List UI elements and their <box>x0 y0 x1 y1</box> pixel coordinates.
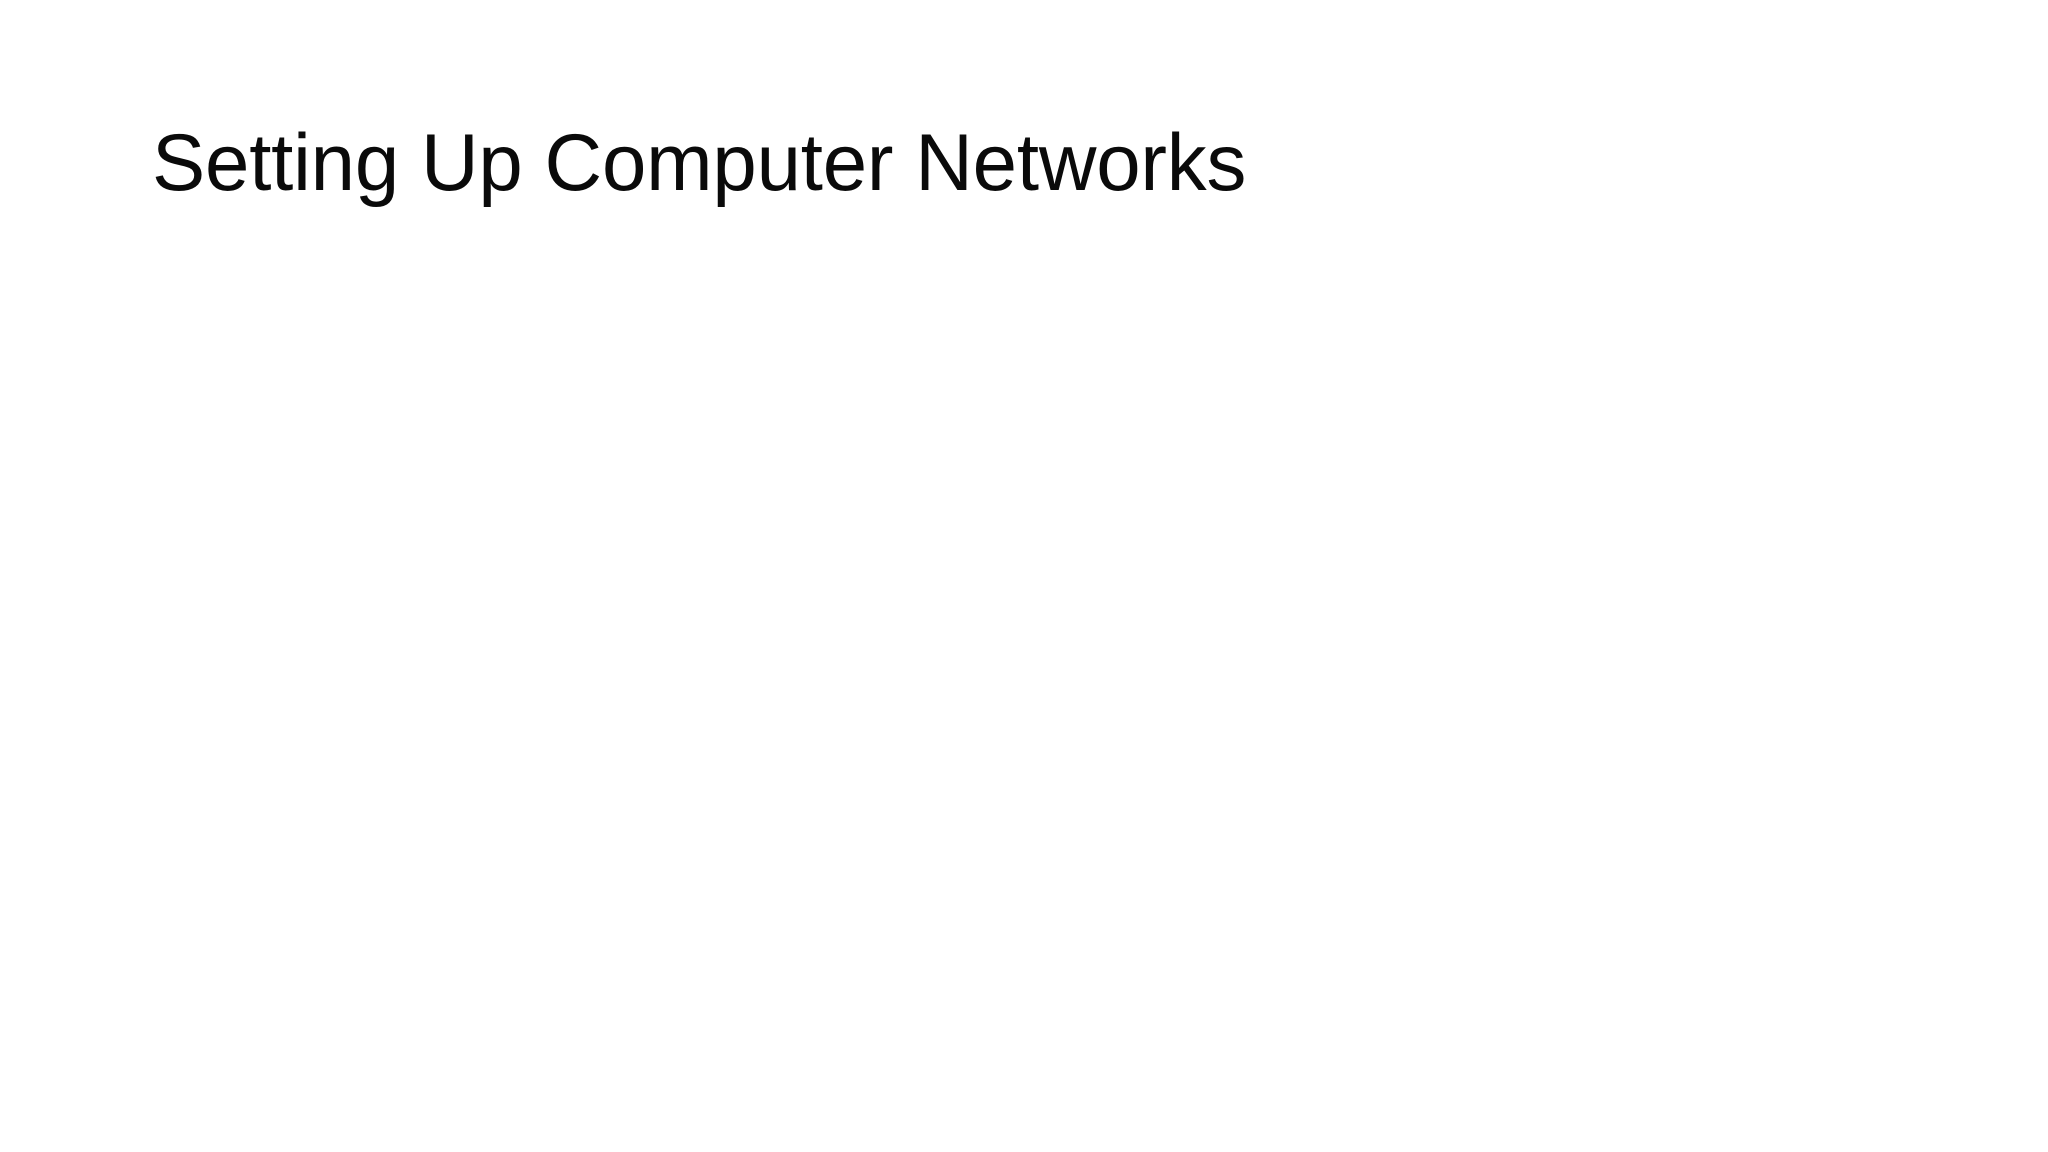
body-content-placeholder[interactable] <box>152 300 1896 1060</box>
title-placeholder[interactable]: Setting Up Computer Networks <box>152 118 1896 278</box>
page-title: Setting Up Computer Networks <box>152 118 1247 208</box>
